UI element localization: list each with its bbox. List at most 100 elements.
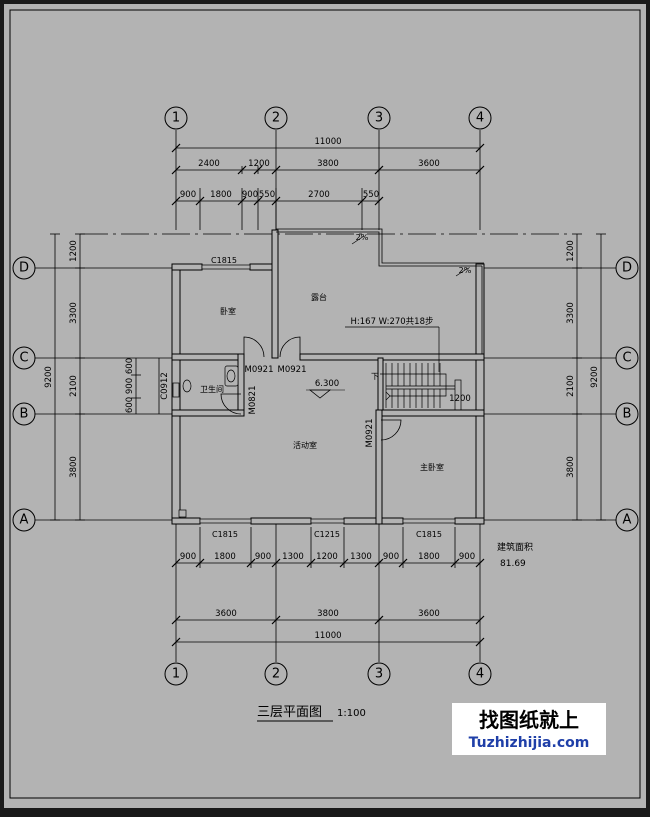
dim-bottom-row1-4: 1300 (282, 552, 304, 562)
axis-label-4-top: 4 (476, 111, 484, 126)
dim-right-row-4: 3800 (566, 456, 576, 478)
label-stair-dim: 1200 (449, 394, 471, 404)
axis-label-d-right: D (622, 261, 632, 276)
label-m0921-c: M0921 (365, 419, 375, 448)
axis-bubble-c-left (12, 346, 36, 370)
label-slope-1: 2% (356, 233, 369, 242)
room-activity: 活动室 (293, 440, 317, 450)
dim-top-row2-5: 2700 (308, 190, 330, 200)
axis-bubble-a-right (615, 508, 639, 532)
dim-left-total: 9200 (44, 366, 54, 388)
axis-bubble-3-top (367, 106, 391, 130)
drawing-sheet (4, 4, 646, 808)
dim-bottom-row1-8: 1800 (418, 552, 440, 562)
dim-bottom-row2-3: 3600 (418, 609, 440, 619)
stair (380, 363, 462, 411)
dim-bottom-row1-2: 1800 (214, 552, 236, 562)
axis-bubble-b-right (615, 402, 639, 426)
dim-top-row1-3: 3800 (317, 159, 339, 169)
dim-bottom-row1-3: 900 (255, 552, 271, 562)
label-c1815-top: C1815 (211, 256, 237, 265)
label-m0821: M0821 (248, 386, 258, 415)
axis-label-1-bottom: 1 (172, 667, 180, 682)
dim-top-row1-1: 2400 (198, 159, 220, 169)
dim-top-row2-2: 1800 (210, 190, 232, 200)
dim-right-row-1: 1200 (566, 240, 576, 262)
dim-bottom-row2-1: 3600 (215, 609, 237, 619)
axis-label-d-left: D (19, 261, 29, 276)
dim-bottom-row1-7: 900 (383, 552, 399, 562)
dim-window-sub-3: 600 (125, 358, 135, 374)
label-stair-down: 下 (371, 372, 379, 381)
watermark-text-cn: 找图纸就上 (479, 708, 579, 732)
room-bathroom: 卫生间 (200, 384, 224, 394)
axis-label-c-left: C (19, 351, 28, 366)
dim-right-row-2: 3300 (566, 302, 576, 324)
axis-label-2-top: 2 (272, 111, 280, 126)
label-elevation: 6.300 (315, 379, 339, 389)
axis-bubble-b-left (12, 402, 36, 426)
dim-top-total: 11000 (314, 137, 341, 147)
axis-bubble-4-bottom (468, 662, 492, 686)
axis-bubble-2-top (264, 106, 288, 130)
dim-top-row1-4: 3600 (418, 159, 440, 169)
axis-label-c-right: C (622, 351, 631, 366)
label-c1215: C1215 (314, 530, 340, 539)
dim-top-row2-3: 900 (242, 190, 258, 200)
label-m0921-b: M0921 (278, 365, 307, 375)
label-c1815-bottom-left: C1815 (212, 530, 238, 539)
dim-top-row1-2: 1200 (248, 159, 270, 169)
room-bedroom: 卧室 (220, 306, 236, 316)
axis-label-4-bottom: 4 (476, 667, 484, 682)
drawing-title: 三层平面图 (257, 705, 322, 720)
axis-label-b-left: B (20, 407, 29, 422)
dim-left-row-2: 3300 (69, 302, 79, 324)
dim-left-row-1: 1200 (69, 240, 79, 262)
dim-bottom-row2-2: 3800 (317, 609, 339, 619)
label-m0921-a: M0921 (245, 365, 274, 375)
label-slope-2: 2% (459, 266, 472, 275)
watermark-badge (452, 703, 606, 755)
room-terrace: 露台 (311, 292, 327, 302)
axis-label-3-bottom: 3 (375, 667, 383, 682)
dim-bottom-row1-9: 900 (459, 552, 475, 562)
dim-bottom-row1-1: 900 (180, 552, 196, 562)
dim-right-row-3: 2100 (566, 375, 576, 397)
axis-bubble-c-right (615, 346, 639, 370)
axis-label-b-right: B (623, 407, 632, 422)
dim-right-total: 9200 (590, 366, 600, 388)
watermark-url: Tuzhizhijia.com (469, 735, 590, 751)
axis-label-a-left: A (20, 513, 29, 528)
axis-bubble-3-bottom (367, 662, 391, 686)
axis-bubble-d-left (12, 256, 36, 280)
dim-left-row-3: 2100 (69, 375, 79, 397)
label-c1815-bottom-right: C1815 (416, 530, 442, 539)
room-master-bedroom: 主卧室 (420, 462, 444, 472)
dim-window-sub-2: 900 (125, 378, 135, 394)
axis-bubble-4-top (468, 106, 492, 130)
axis-bubble-1-bottom (164, 662, 188, 686)
axis-bubble-d-right (615, 256, 639, 280)
dim-window-sub-1: 600 (125, 397, 135, 413)
axis-label-2-bottom: 2 (272, 667, 280, 682)
dim-top-row2-6: 550 (363, 190, 379, 200)
dim-left-row-4: 3800 (69, 456, 79, 478)
dim-bottom-total: 11000 (314, 631, 341, 641)
axis-label-1-top: 1 (172, 111, 180, 126)
axis-bubble-2-bottom (264, 662, 288, 686)
area-label: 建筑面积 (497, 541, 533, 553)
axis-label-3-top: 3 (375, 111, 383, 126)
dim-top-row2-4: 550 (259, 190, 275, 200)
axis-label-a-right: A (623, 513, 632, 528)
drawing-scale: 1:100 (337, 708, 366, 719)
sheet-border (9, 9, 641, 799)
axis-bubble-a-left (12, 508, 36, 532)
dim-bottom-row1-6: 1300 (350, 552, 372, 562)
label-stair-note: H:167 W:270共18步 (351, 317, 434, 327)
area-value: 81.69 (500, 559, 526, 569)
axis-bubble-1-top (164, 106, 188, 130)
label-c0912: C0912 (160, 372, 170, 400)
dim-top-row2-1: 900 (180, 190, 196, 200)
